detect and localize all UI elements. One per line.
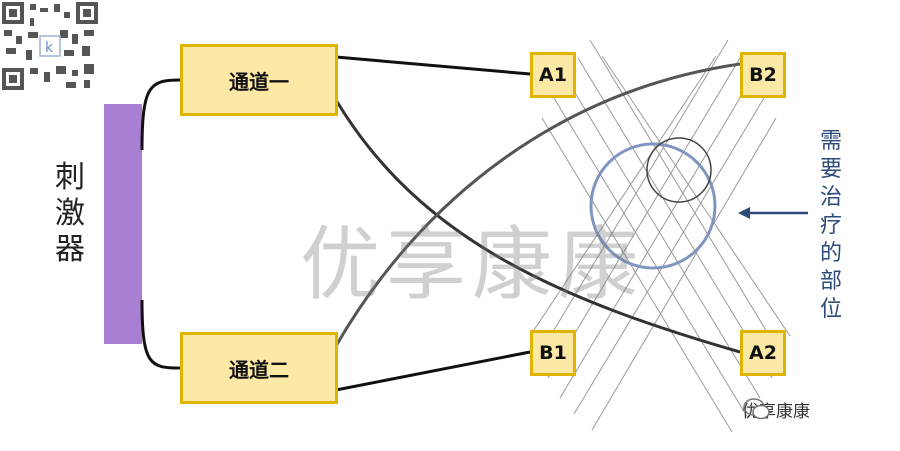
electrode-a1-label: A1 [539,64,567,86]
wire-stim-ch1 [140,78,181,151]
electrode-a2-label: A2 [749,342,777,364]
channel-one-label: 通道一 [229,69,289,94]
electrode-b1: B1 [530,330,576,376]
electrode-a1: A1 [530,52,576,98]
target-arrow-head [738,207,750,219]
wechat-icon [743,398,770,420]
electrode-b2-label: B2 [749,64,777,86]
wire-ch2-b1 [335,350,531,392]
treatment-area-circle [589,142,717,270]
wire-ch1-a1 [335,55,531,76]
interference-hatching [529,39,791,433]
electrode-a2: A2 [740,330,786,376]
channel-two-label: 通道二 [229,357,289,382]
electrode-b2: B2 [740,52,786,98]
stimulator-label: 刺激器 [55,160,85,267]
qr-code: k [0,0,100,92]
watermark-text: 优享康康 [300,218,644,311]
svg-text:k: k [45,40,54,56]
focus-circle [646,137,712,203]
wire-stim-ch2 [140,299,181,370]
stimulator-bar [104,104,142,344]
electrode-b1-label: B1 [539,342,567,364]
wire-ch1-a2 [334,99,741,354]
wire-ch2-b2 [334,62,741,347]
account-badge: 优享康康 [742,397,810,422]
treatment-target-label: 需要治疗的部位 [819,129,842,322]
channel-one-box: 通道一 [180,44,338,116]
channel-two-box: 通道二 [180,332,338,404]
